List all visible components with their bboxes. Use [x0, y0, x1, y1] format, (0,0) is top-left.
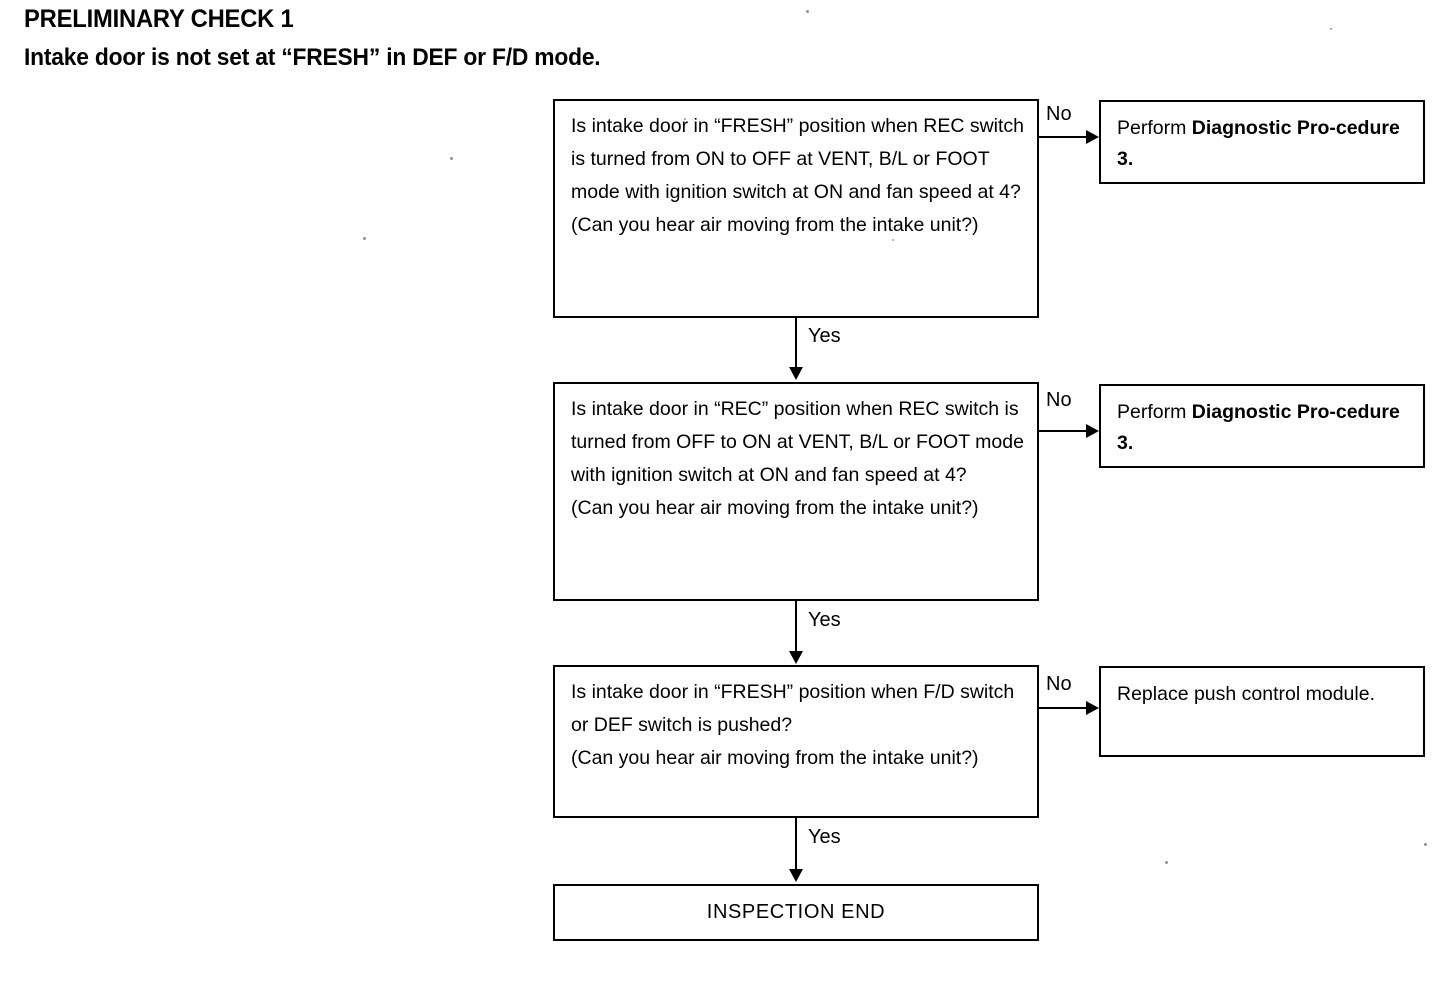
terminator-label: INSPECTION END — [706, 901, 886, 923]
scan-speck — [892, 239, 894, 241]
edge-label-yes-3: Yes — [808, 826, 841, 848]
scan-speck — [363, 237, 366, 240]
connector-no-arrowhead-1 — [1086, 130, 1099, 144]
terminator-box-inspection-end: INSPECTION END — [553, 884, 1039, 941]
scan-speck — [806, 10, 809, 13]
connector-no-arrowhead-3 — [1086, 701, 1099, 715]
action-box-diagnostic-procedure-3-b: Perform Diagnostic Pro-cedure 3. — [1099, 384, 1425, 468]
connector-no-line-3 — [1039, 707, 1091, 709]
action-box-3-text: Replace push control module. — [1117, 683, 1375, 705]
edge-label-yes-1: Yes — [808, 325, 841, 347]
decision-box-3-text: Is intake door in “FRESH” position when … — [571, 681, 1015, 769]
page-subtitle: Intake door is not set at “FRESH” in DEF… — [24, 44, 601, 71]
connector-no-line-2 — [1039, 430, 1091, 432]
scan-speck — [684, 118, 686, 120]
edge-label-no-3: No — [1046, 673, 1072, 695]
scan-speck — [1330, 28, 1332, 30]
connector-yes-arrowhead-2 — [789, 651, 803, 664]
edge-label-no-2: No — [1046, 389, 1072, 411]
decision-box-check-fresh-fd-def: Is intake door in “FRESH” position when … — [553, 665, 1039, 818]
connector-yes-arrowhead-3 — [789, 869, 803, 882]
action-box-1-emphasis: Diagnostic Pro-cedure 3. — [1117, 117, 1400, 170]
edge-label-no-1: No — [1046, 103, 1072, 125]
connector-yes-line-2 — [795, 601, 797, 653]
edge-label-yes-2: Yes — [808, 609, 841, 631]
page-title: PRELIMINARY CHECK 1 — [24, 5, 294, 33]
action-box-1-text: Perform Diagnostic Pro-cedure 3. — [1117, 113, 1415, 175]
connector-yes-line-1 — [795, 318, 797, 370]
scan-speck — [1424, 843, 1427, 846]
decision-box-check-rec-off-to-on: Is intake door in “REC” position when RE… — [553, 382, 1039, 601]
decision-box-check-fresh-on-to-off: Is intake door in “FRESH” position when … — [553, 99, 1039, 318]
action-box-diagnostic-procedure-3-a: Perform Diagnostic Pro-cedure 3. — [1099, 100, 1425, 184]
connector-yes-line-3 — [795, 818, 797, 870]
action-box-1-prefix: Perform — [1117, 117, 1192, 139]
action-box-2-text: Perform Diagnostic Pro-cedure 3. — [1117, 397, 1415, 459]
connector-no-arrowhead-2 — [1086, 424, 1099, 438]
connector-yes-arrowhead-1 — [789, 367, 803, 380]
scan-speck — [1165, 861, 1168, 864]
action-box-2-prefix: Perform — [1117, 401, 1192, 423]
connector-no-line-1 — [1039, 136, 1091, 138]
action-box-2-emphasis: Diagnostic Pro-cedure 3. — [1117, 401, 1400, 454]
decision-box-1-text: Is intake door in “FRESH” position when … — [571, 115, 1025, 236]
scan-speck — [450, 157, 453, 160]
action-box-replace-push-control-module: Replace push control module. — [1099, 666, 1425, 757]
decision-box-2-text: Is intake door in “REC” position when RE… — [571, 398, 1024, 519]
